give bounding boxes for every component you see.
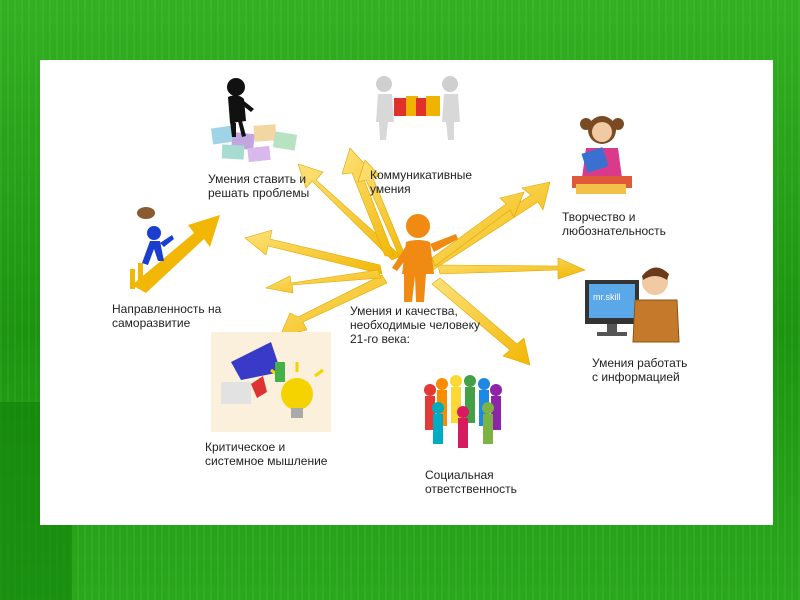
arrow-communication: [341, 147, 395, 257]
climbing-arrow-icon: [130, 207, 220, 293]
skill-label-communication: Коммуникативные умения: [370, 168, 473, 196]
diagram-panel: Умения ставить и решать проблемы Коммуни…: [40, 60, 773, 525]
people-circle-icon: [424, 375, 502, 448]
skill-label-social: Социальная ответственность: [425, 468, 517, 496]
lightbulb-icon: [211, 332, 331, 432]
skill-label-creativity: Творчество и любознательность: [562, 210, 666, 238]
arrow-extra-2: [431, 191, 525, 267]
arrow-selfdev: [244, 229, 383, 275]
skill-label-selfdev: Направленность на саморазвитие: [112, 302, 222, 330]
computer-user-icon: mr.skill: [585, 267, 680, 343]
person-presenting-icon: [392, 214, 458, 302]
puzzle-woman-icon: [210, 78, 298, 163]
arrow-extra-1: [357, 159, 408, 261]
skill-label-critical: Критическое и системное мышление: [205, 440, 328, 468]
arrow-social: [431, 277, 531, 366]
monitor-text: mr.skill: [593, 292, 621, 302]
arrows-layer: [244, 147, 586, 366]
reading-girl-icon: [572, 116, 632, 194]
skill-label-information: Умения работать с информацией: [592, 356, 688, 384]
skill-label-problems: Умения ставить и решать проблемы: [208, 172, 310, 200]
center-label: Умения и качества, необходимые человеку …: [350, 304, 480, 346]
arrow-information: [437, 257, 586, 280]
arrow-extra-3: [265, 269, 382, 294]
puzzle-people-icon: [376, 76, 460, 140]
